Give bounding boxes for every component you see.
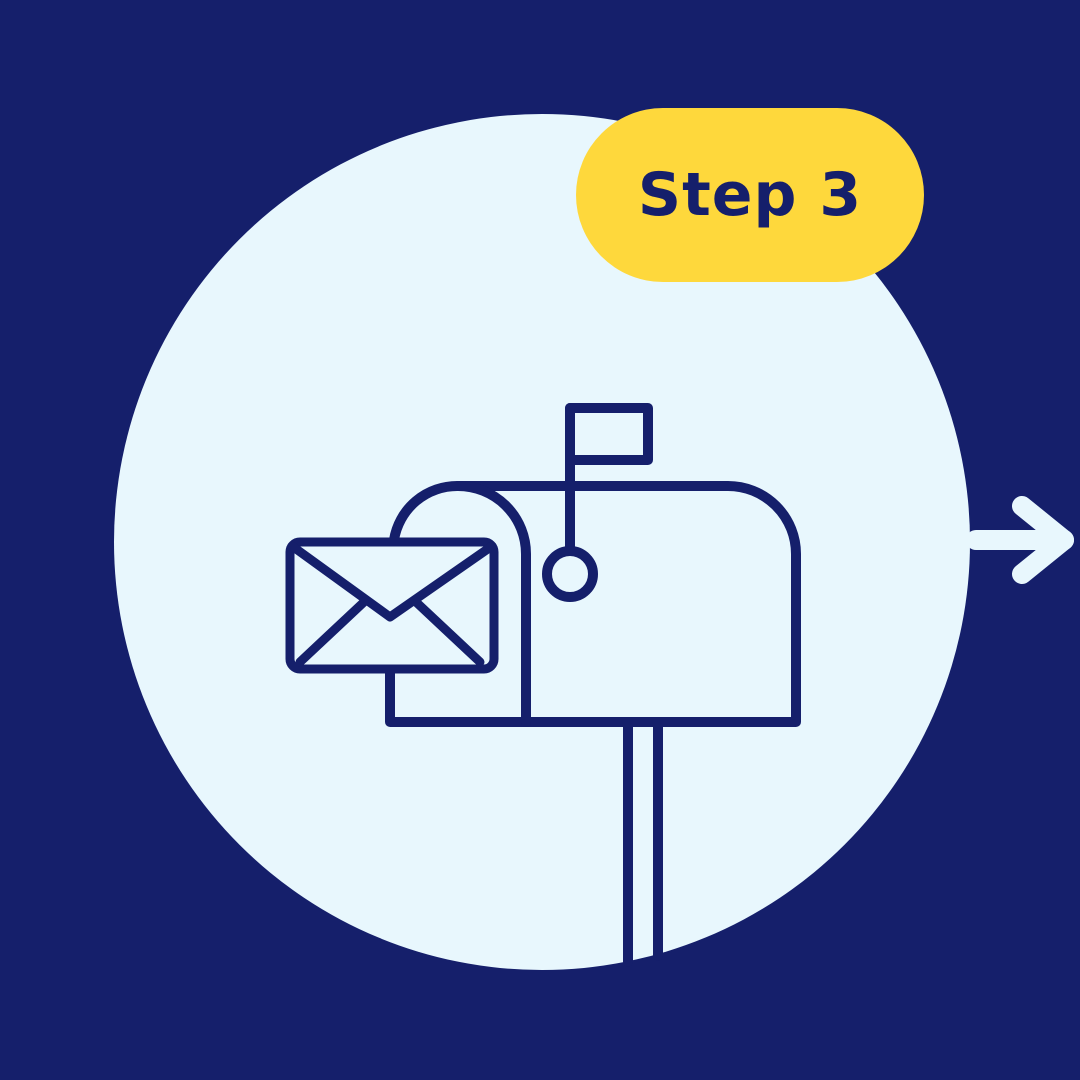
mailbox-body [385,481,801,727]
flag-icon [542,403,653,602]
envelope-icon [285,537,499,674]
step-badge: Step 3 [576,108,924,282]
step-label: Step 3 [637,160,863,230]
mailbox-door [389,480,531,727]
mailbox-post [623,717,663,967]
arrow-right-icon[interactable] [968,486,1080,596]
